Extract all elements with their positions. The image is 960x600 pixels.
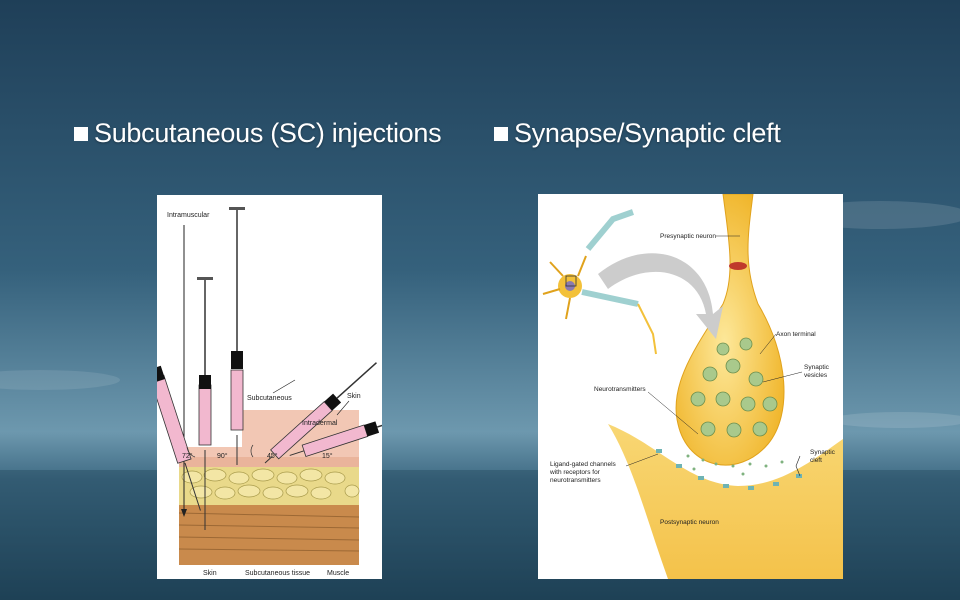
injection-diagram: Intramuscular Subcutaneous Intradermal S… — [144, 195, 388, 579]
receptors — [656, 449, 802, 490]
muscle-layer — [179, 503, 359, 565]
syringe-45-degrees — [264, 362, 377, 464]
label-intramuscular: Intramuscular — [167, 212, 210, 219]
postsynaptic-neuron-shape — [608, 424, 843, 579]
syringe-15-degrees — [289, 421, 388, 458]
label-subcutaneous-tissue: Subcutaneous tissue — [245, 570, 310, 577]
label-neurotransmitters: Neurotransmitters — [594, 386, 646, 393]
zoom-arrow — [598, 253, 723, 339]
bullet-square-icon — [74, 126, 88, 141]
label-skin-top: Skin — [347, 393, 361, 400]
bullet-label: Synapse/Synaptic cleft — [514, 118, 781, 148]
synapse-diagram: Presynaptic neuron Axon terminal Synapti… — [538, 193, 843, 579]
label-ligand-2: with receptors for — [549, 469, 601, 476]
small-neuron-icon — [542, 209, 657, 355]
label-synaptic-cleft-2: cleft — [810, 457, 822, 464]
label-subcutaneous: Subcutaneous — [247, 395, 292, 402]
neurotransmitter-dots — [686, 454, 784, 476]
bullet-square-icon — [494, 126, 508, 141]
label-presynaptic: Presynaptic neuron — [660, 233, 716, 240]
syringe-subcutaneous-90 — [229, 207, 245, 465]
label-synaptic-vesicles-2: vesicles — [804, 372, 828, 379]
synapse-illustration: Presynaptic neuron Axon terminal Synapti… — [542, 193, 843, 579]
injection-illustration: Intramuscular Subcutaneous Intradermal S… — [144, 207, 388, 577]
bullet-subcutaneous-injections: Subcutaneous (SC) injections — [74, 118, 442, 149]
syringe-90-degrees — [197, 277, 213, 530]
label-skin-bottom: Skin — [203, 570, 217, 577]
label-angle-90: 90° — [217, 452, 228, 460]
synaptic-vesicles — [690, 337, 778, 438]
bullet-synapse: Synapse/Synaptic cleft — [494, 118, 781, 149]
label-muscle: Muscle — [327, 570, 349, 577]
label-angle-45: 45° — [267, 452, 278, 460]
label-intradermal: Intradermal — [302, 420, 338, 427]
label-postsynaptic: Postsynaptic neuron — [660, 519, 719, 526]
label-ligand-3: neurotransmitters — [550, 477, 601, 484]
label-axon-terminal: Axon terminal — [776, 331, 816, 338]
bullet-label: Subcutaneous (SC) injections — [94, 118, 442, 148]
label-ligand-1: Ligand-gated channels — [550, 461, 617, 468]
label-angle-72: 72° — [182, 452, 193, 460]
label-synaptic-vesicles-1: Synaptic — [804, 364, 830, 371]
label-synaptic-cleft-1: Synaptic — [810, 449, 836, 456]
label-angle-15: 15° — [322, 452, 333, 460]
